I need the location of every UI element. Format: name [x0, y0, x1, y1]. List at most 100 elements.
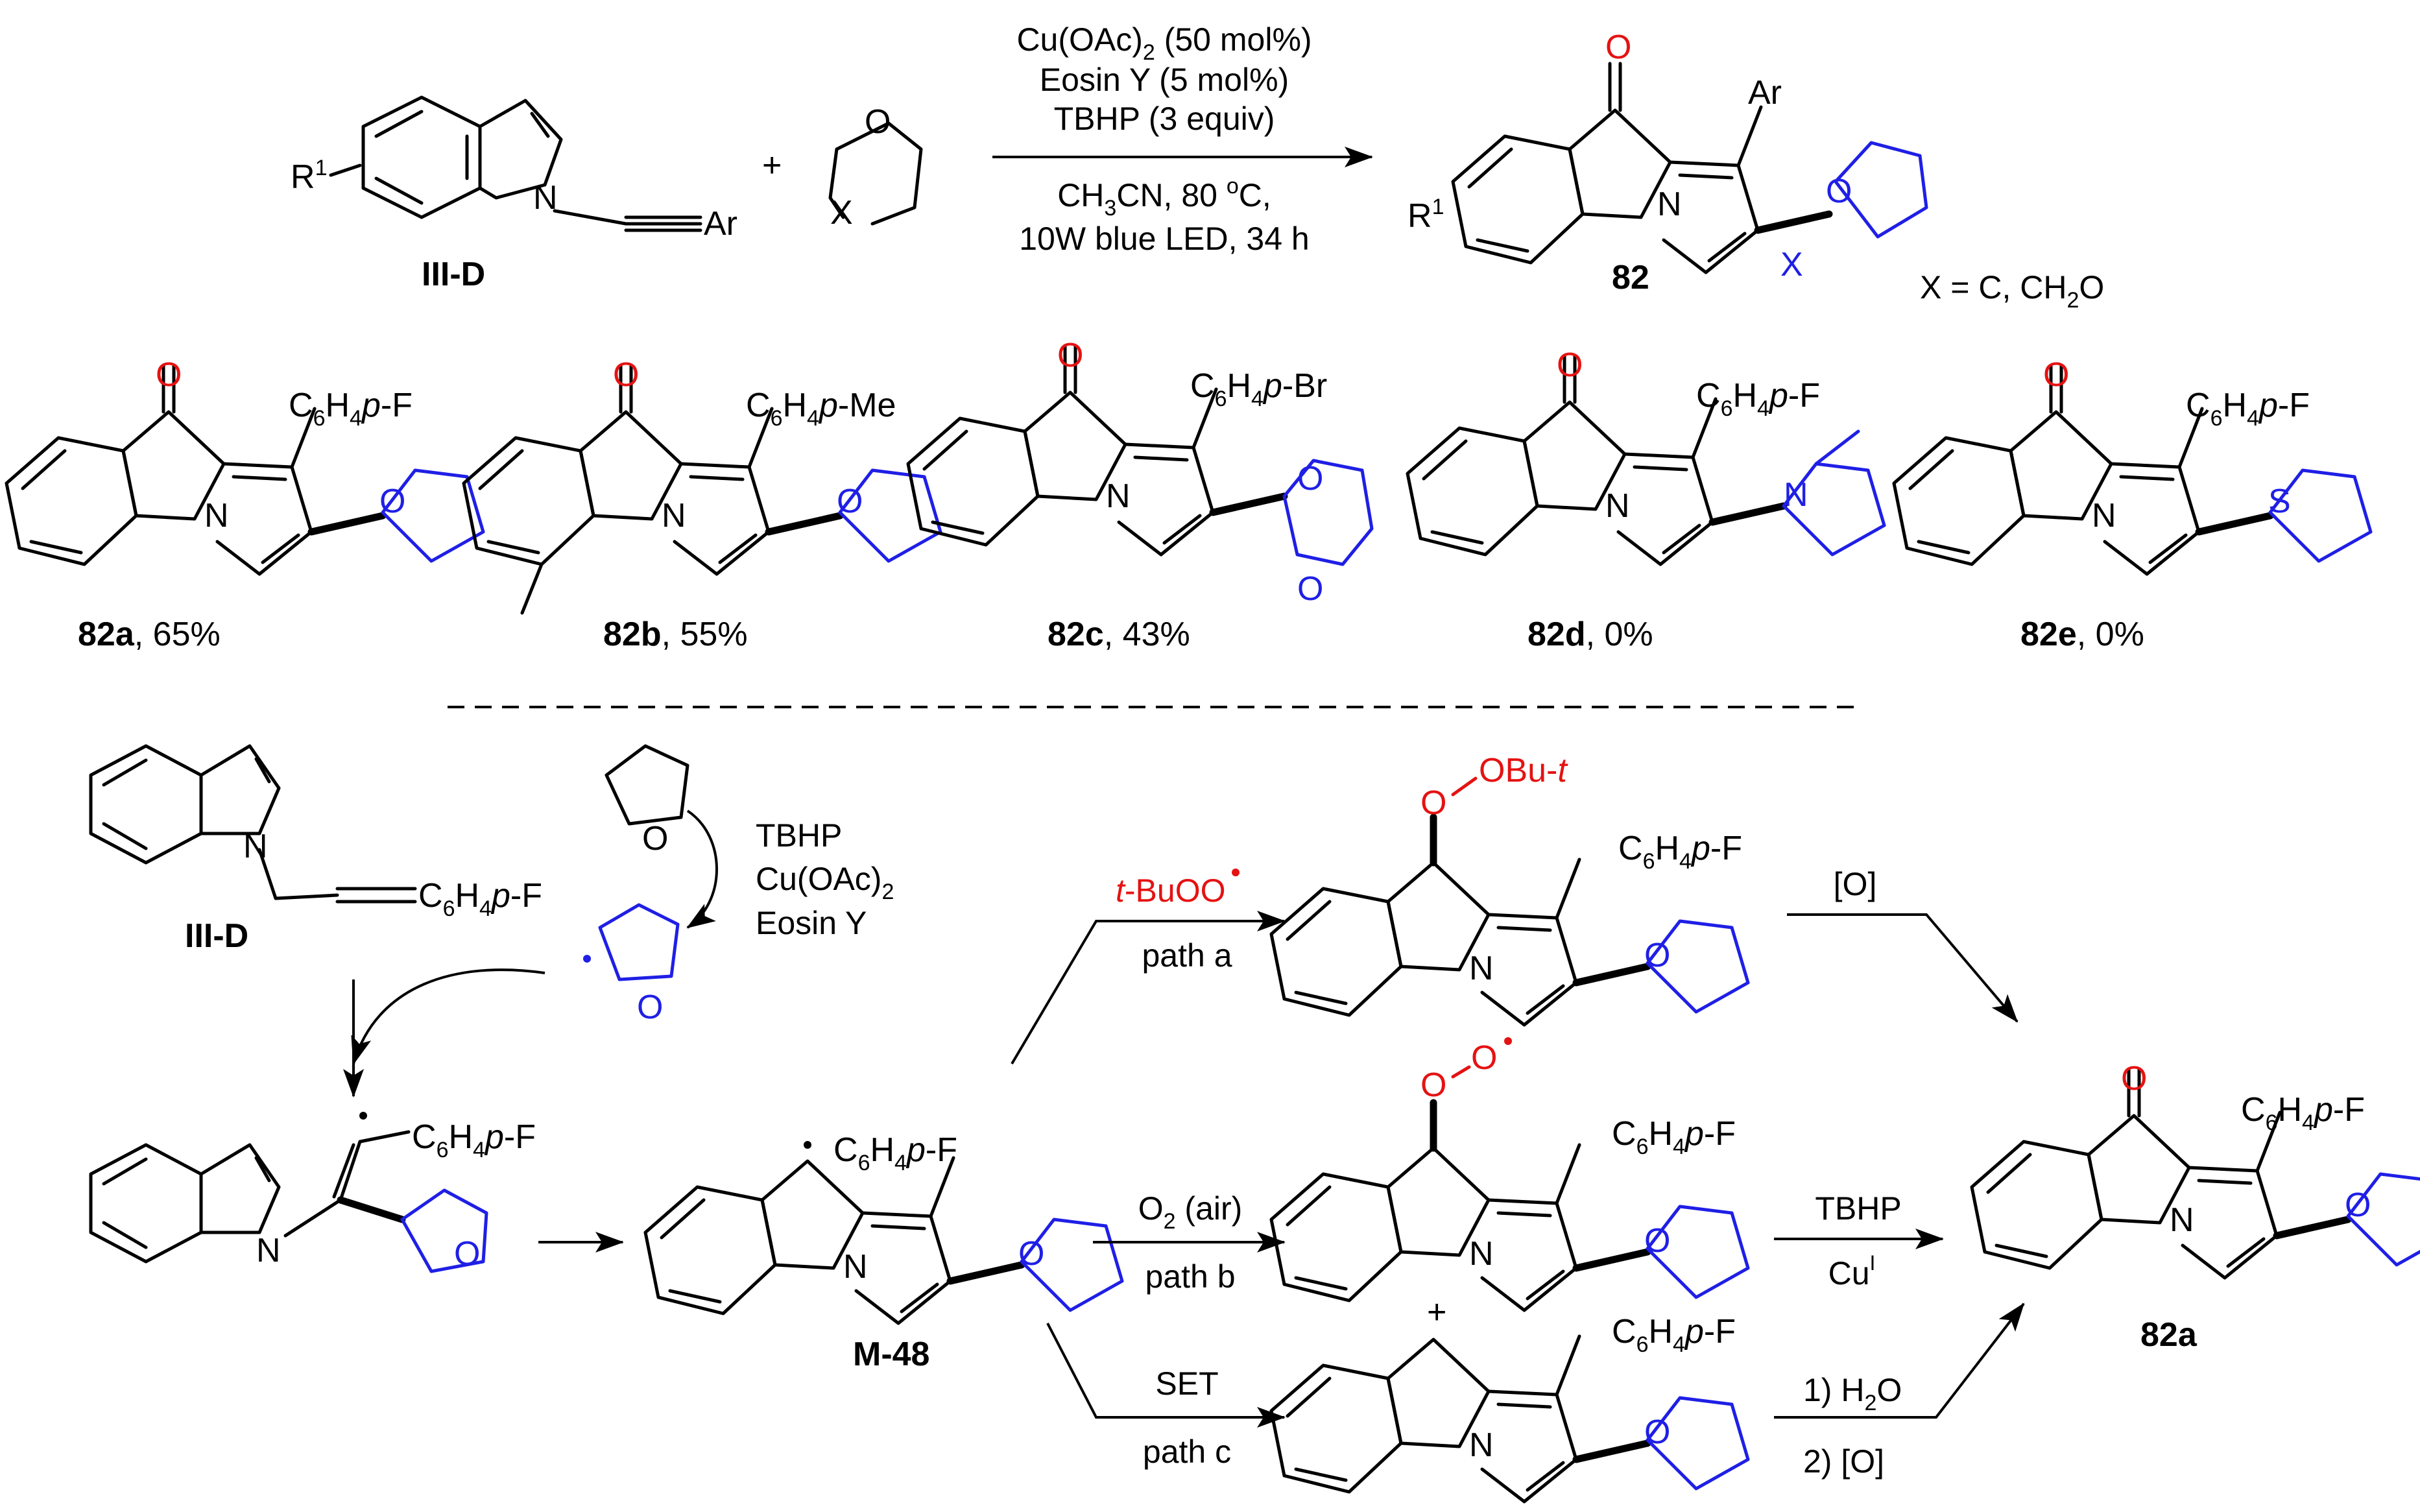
path-a-next: [O]: [1834, 866, 1877, 902]
ex-82c-o3: O: [1297, 570, 1323, 608]
cond-5: 10W blue LED, 34 h: [1019, 221, 1310, 257]
ex-82c-o: O: [1057, 337, 1083, 374]
cation-aryl: C6H4p-F: [1612, 1313, 1736, 1357]
vinyl-radical-dot: [359, 1112, 367, 1120]
mech-n: N: [243, 828, 268, 865]
ex-82a-n: N: [204, 497, 229, 534]
product-82-x: X: [1780, 246, 1803, 283]
m48-radical-dot: [804, 1141, 811, 1149]
ether-reagent: [828, 121, 923, 226]
ex-82b-aryl: C6H4p-Me: [746, 387, 896, 431]
thf-radical-o: O: [637, 989, 663, 1026]
path-a-arrow: [1011, 911, 1286, 1065]
radical-dot: [583, 955, 591, 963]
path-a-dot: [1232, 869, 1240, 876]
product-82: [1453, 64, 1928, 272]
example-82b-caption: 82b, 55%: [603, 616, 748, 653]
product-82-o2: O: [1826, 173, 1852, 210]
peroxide-group: OBu-t: [1479, 752, 1568, 789]
peroxyl-intermediate: [1269, 1099, 1748, 1312]
peroxide-o1: O: [1420, 784, 1446, 822]
mech-reagent-2: Cu(OAc)2: [756, 861, 894, 904]
plus-sign: +: [762, 147, 782, 184]
thf-reagent: [605, 744, 689, 826]
example-82c-caption: 82c, 43%: [1048, 616, 1190, 653]
peroxyl-thf-o: O: [1644, 1222, 1670, 1260]
cond-3: TBHP (3 equiv): [1054, 101, 1275, 137]
path-c-next-bottom: 2) [O]: [1803, 1443, 1884, 1480]
ex-82d-n2: N: [1784, 476, 1808, 514]
m48-o: O: [1018, 1235, 1044, 1273]
path-c-reagent: SET: [1155, 1365, 1218, 1402]
cation-plus: +: [1427, 1293, 1446, 1331]
final-label: 82a: [2140, 1316, 2198, 1354]
radical-addition-arrow: [351, 968, 545, 1065]
vinyl-radical-intermediate: [89, 1130, 488, 1273]
path-a-reagent: t-BuOO: [1116, 872, 1226, 909]
example-82e-caption: 82e, 0%: [2020, 616, 2144, 653]
final-aryl: C6H4p-F: [2241, 1091, 2365, 1135]
peroxyl-bond: [1451, 1065, 1471, 1079]
example-82a-caption: 82a, 65%: [78, 616, 221, 653]
substrate-indole-alkyne: [329, 95, 702, 232]
ar-label: Ar: [704, 205, 737, 243]
path-c-next-top: 1) H2O: [1803, 1372, 1902, 1415]
ether-o: O: [865, 103, 891, 141]
substrate-label: III-D: [422, 256, 485, 293]
mech-reagent-3: Eosin Y: [756, 905, 867, 941]
path-a-label: path a: [1142, 937, 1232, 974]
ether-x: X: [830, 194, 853, 232]
ex-82a-aryl: C6H4p-F: [289, 387, 413, 431]
example-82c-structure: [908, 346, 1374, 566]
m48-aryl: C6H4p-F: [833, 1131, 957, 1175]
product-82-n: N: [1657, 186, 1682, 223]
ex-82e-o: O: [2043, 356, 2069, 394]
ex-82b-n: N: [662, 497, 686, 534]
ex-82d-o: O: [1557, 346, 1583, 384]
cation-thf-o: O: [1644, 1413, 1670, 1451]
peroxyl-aryl: C6H4p-F: [1612, 1115, 1736, 1159]
vinyl-thf-o: O: [454, 1235, 480, 1273]
cation-n: N: [1469, 1426, 1494, 1464]
peroxide-aryl: C6H4p-F: [1618, 830, 1742, 874]
mech-substrate-label: III-D: [185, 917, 248, 955]
ex-82c-aryl: C6H4p-Br: [1190, 367, 1327, 411]
peroxide-thf-o: O: [1644, 937, 1670, 974]
final-thf-o: O: [2345, 1186, 2371, 1224]
ex-82b-o: O: [613, 356, 639, 394]
r1-label: R1: [291, 156, 327, 196]
ex-82c-n: N: [1106, 477, 1131, 515]
thf-radical: [598, 903, 680, 981]
vinyl-n: N: [256, 1232, 281, 1269]
example-82d-structure: [1408, 355, 1884, 564]
ex-82a-o2: O: [379, 483, 405, 520]
n-atom: N: [533, 179, 558, 217]
path-b-next-top: TBHP: [1815, 1190, 1901, 1227]
peroxyl-dot: [1504, 1037, 1512, 1045]
ex-82e-s: S: [2268, 483, 2291, 520]
mech-reagent-1: TBHP: [756, 817, 842, 854]
product-82-o: O: [1605, 29, 1631, 66]
thf-to-radical-arrow: [686, 810, 718, 929]
peroxyl-o1: O: [1420, 1066, 1446, 1104]
thf-o: O: [642, 820, 668, 858]
ex-82c-o2: O: [1297, 460, 1323, 498]
peroxide-bond: [1451, 776, 1478, 797]
example-82b-structure: [464, 365, 940, 615]
example-82d-caption: 82d, 0%: [1527, 616, 1653, 653]
cond-2: Eosin Y (5 mol%): [1040, 62, 1289, 98]
peroxide-intermediate: [1269, 813, 1748, 1027]
vinyl-aryl: C6H4p-F: [412, 1118, 536, 1162]
ex-82e-aryl: C6H4p-F: [2186, 387, 2310, 431]
product-label: 82: [1612, 259, 1649, 296]
product-82-r1: R1: [1408, 195, 1444, 235]
peroxyl-n: N: [1469, 1235, 1494, 1273]
mech-aryl: C6H4p-F: [418, 877, 542, 921]
ex-82d-n: N: [1605, 487, 1630, 525]
path-b-next-bottom: CuI: [1828, 1251, 1876, 1291]
path-b-reagent: O2 (air): [1138, 1190, 1243, 1234]
peroxide-n: N: [1469, 950, 1494, 987]
peroxyl-o2: O: [1471, 1039, 1497, 1077]
m48-n: N: [843, 1248, 868, 1286]
